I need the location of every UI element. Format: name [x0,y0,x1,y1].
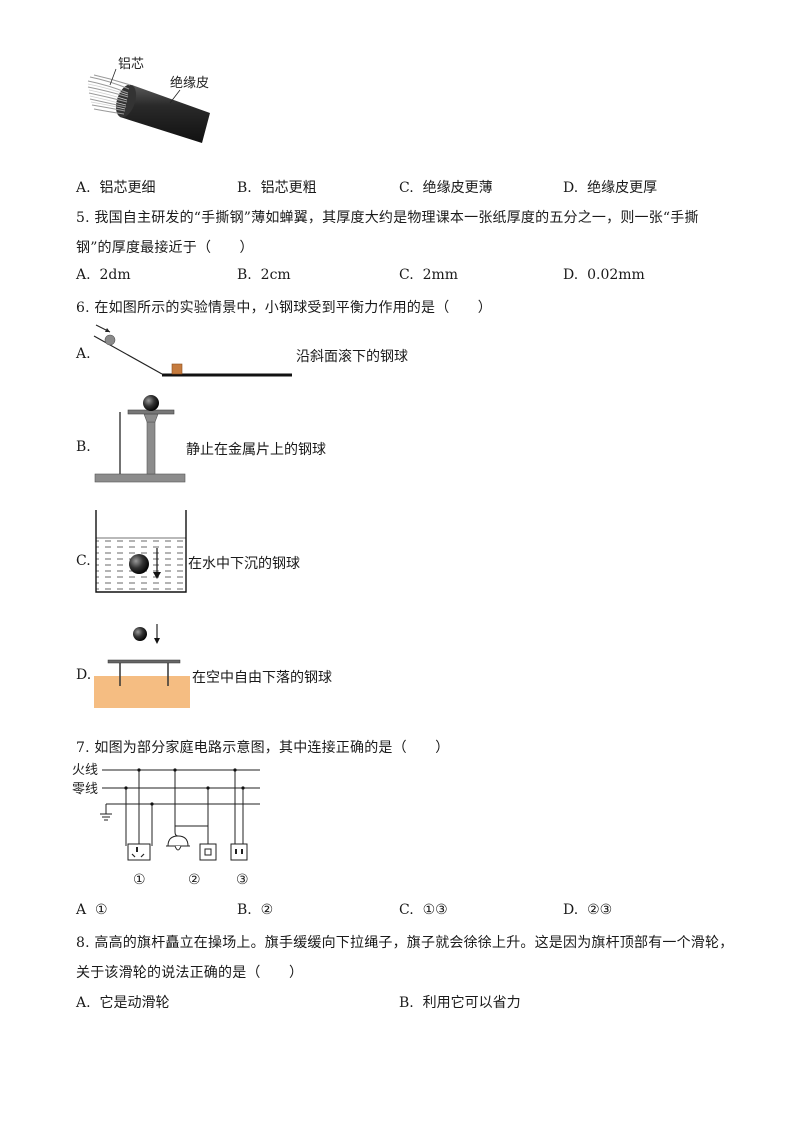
q5-option-c[interactable]: C. 2mm [399,267,459,283]
q6-option-a-letter[interactable]: A. [76,346,91,362]
q5-stem-line2: 钢”的厚度最接近于（ ） [76,240,254,256]
three-pin-socket-icon [127,843,151,861]
steel-ball-icon [143,395,159,411]
q7-option-d[interactable]: D. ②③ [563,902,613,918]
cable-figure: 铝芯 绝缘皮 [87,57,210,143]
circuit-label-3: ③ [236,872,249,888]
two-pin-socket-icon [230,843,248,861]
q8-stem-line2: 关于该滑轮的说法正确的是（ ） [76,965,304,981]
beaker-walls [95,510,187,593]
core-label: 铝芯 [118,57,144,72]
q5-option-b[interactable]: B. 2cm [237,267,291,283]
q8-stem-line1: 8. 高高的旗杆矗立在操场上。旗手缓缓向下拉绳子，旗子就会徐徐上升。这是因为旗杆… [76,935,734,951]
q7-option-b[interactable]: B. ② [237,902,274,918]
aluminum-strands [87,74,131,115]
q6-stem: 6. 在如图所示的实验情景中，小钢球受到平衡力作用的是（ ） [76,300,493,316]
q6-option-c-letter[interactable]: C. [76,553,91,569]
circuit-label-2: ② [188,872,201,888]
incline-figure [93,324,292,377]
insulation-leader-line [169,89,181,104]
circuit-label-1: ① [133,872,146,888]
water-beaker-figure [95,510,187,593]
q6-option-d-letter[interactable]: D. [76,667,92,683]
free-fall-figure [94,624,190,708]
q4-option-b[interactable]: B. 铝芯更粗 [237,180,317,196]
q4-option-c[interactable]: C. 绝缘皮更薄 [399,180,493,196]
steel-ball-icon [104,334,116,346]
q7-stem: 7. 如图为部分家庭电路示意图，其中连接正确的是（ ） [76,740,450,756]
q5-option-a[interactable]: A. 2dm [76,267,131,283]
q4-option-a[interactable]: A. 铝芯更细 [76,180,156,196]
q8-option-b[interactable]: B. 利用它可以省力 [399,995,521,1011]
insulation-label: 绝缘皮 [170,75,209,91]
q8-option-a[interactable]: A. 它是动滑轮 [76,995,170,1011]
q6-caption-a: 沿斜面滚下的钢球 [296,349,408,365]
neutral-wire-label: 零线 [72,782,98,797]
q7-option-a[interactable]: A ① [76,902,108,918]
q5-stem-line1: 5. 我国自主研发的“手撕钢”薄如蝉翼，其厚度大约是物理课本一张纸厚度的五分之一… [76,210,699,226]
household-circuit-figure: 火线 零线 ① ② ③ [72,763,260,888]
stand-base [94,473,186,483]
q5-option-d[interactable]: D. 0.02mm [563,267,645,283]
insulation-jacket [120,85,210,143]
q4-option-d[interactable]: D. 绝缘皮更厚 [563,180,658,196]
core-leader-line [109,68,117,86]
q6-caption-d: 在空中自由下落的钢球 [192,670,332,686]
metal-post [146,421,156,475]
q6-caption-b: 静止在金属片上的钢球 [186,442,326,458]
sand-block [94,676,190,708]
steel-ball-icon [133,627,147,641]
lamp-icon [167,835,189,847]
block-icon [171,363,183,375]
q6-caption-c: 在水中下沉的钢球 [188,556,300,572]
incline-surface [93,335,163,375]
q6-option-b-letter[interactable]: B. [76,439,91,455]
small-table-top [107,659,181,664]
stand-figure [94,395,186,483]
steel-ball-icon [129,554,149,574]
q7-option-c[interactable]: C. ①③ [399,902,448,918]
live-wire-label: 火线 [72,763,98,778]
